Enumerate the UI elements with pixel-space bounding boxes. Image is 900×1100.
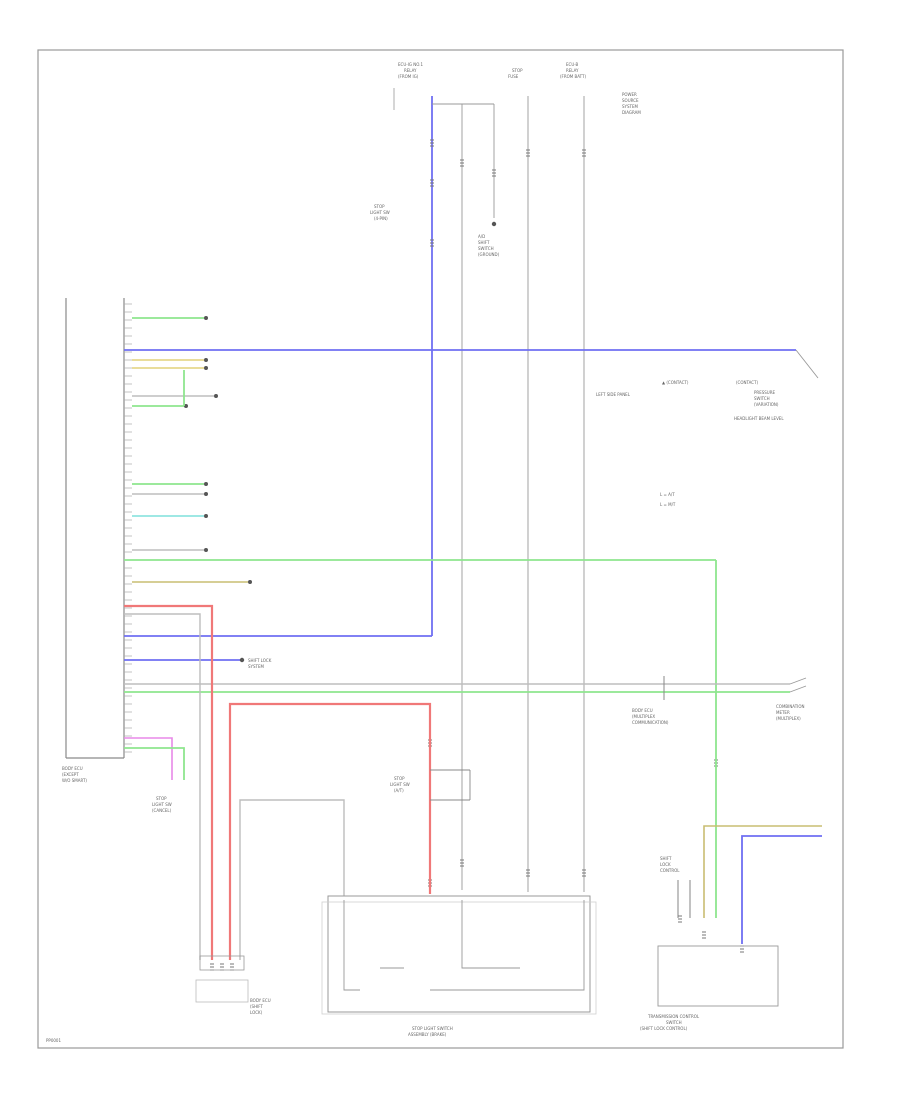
- svg-text:(CONTACT): (CONTACT): [736, 380, 759, 385]
- ground-top-label: A/D: [478, 234, 485, 239]
- svg-text:LIGHT SW: LIGHT SW: [390, 782, 410, 787]
- svg-text:STOP: STOP: [394, 776, 405, 781]
- left-connector-wires: [132, 316, 252, 584]
- right-switch-a-label: ▲ (CONTACT): [662, 380, 689, 385]
- svg-text:(FROM IG): (FROM IG): [398, 74, 419, 79]
- svg-text:POWER: POWER: [622, 92, 637, 97]
- bottom-left-connector: BODY ECU (SHIFT LOCK): [195, 955, 271, 1015]
- wire-terminal: [248, 580, 252, 584]
- svg-text:LOCK): LOCK): [250, 1010, 263, 1015]
- diagram-frame: [37, 49, 844, 1049]
- svg-text:SYSTEM: SYSTEM: [248, 664, 264, 669]
- svg-text:RELAY: RELAY: [566, 68, 579, 73]
- stop-light-switch-symbol: STOP LIGHT SW (A/T): [390, 769, 471, 801]
- wire-terminal: [184, 404, 188, 408]
- svg-text:LIGHT SW: LIGHT SW: [370, 210, 390, 215]
- stop-light-relay-label: STOP: [374, 204, 385, 209]
- wire-terminal: [204, 492, 208, 496]
- right-bottom-component: SHIFT LOCK CONTROL TRANSMISSION CONTROL …: [640, 825, 822, 1031]
- wire-terminal: [204, 548, 208, 552]
- wire-terminal: [214, 394, 218, 398]
- wire-terminal: [204, 514, 208, 518]
- svg-text:SYSTEM: SYSTEM: [622, 104, 638, 109]
- svg-text:LOCK: LOCK: [660, 862, 671, 867]
- svg-text:CONTROL: CONTROL: [660, 868, 680, 873]
- svg-text:(MULTIPLEX: (MULTIPLEX: [632, 714, 655, 719]
- ground-point-top: [491, 221, 497, 227]
- bottom-left-connector-label: BODY ECU: [250, 998, 271, 1003]
- fuse-ecu-ig-label: ECU-IG NO.1: [398, 62, 423, 67]
- svg-text:(SHIFT LOCK CONTROL): (SHIFT LOCK CONTROL): [640, 1026, 688, 1031]
- svg-text:(GROUND): (GROUND): [478, 252, 500, 257]
- svg-text:FUSE: FUSE: [508, 74, 519, 79]
- lower-left-ground-label: STOP: [156, 796, 167, 801]
- wire-red-stop-switch: [228, 702, 432, 960]
- main-connector-label: BODY ECU: [62, 766, 83, 771]
- svg-text:(CANCEL): (CANCEL): [152, 808, 172, 813]
- svg-text:LIGHT SW: LIGHT SW: [152, 802, 172, 807]
- svg-text:METER: METER: [776, 710, 790, 715]
- wire-pink-lower: [124, 737, 173, 780]
- fuse-ecu-b-label: ECU-B: [566, 62, 579, 67]
- shift-lock-label: SHIFT LOCK: [248, 658, 272, 663]
- svg-text:W/O SMART): W/O SMART): [62, 778, 87, 783]
- svg-text:SHIFT: SHIFT: [478, 240, 490, 245]
- svg-text:(4-PIN): (4-PIN): [374, 216, 388, 221]
- legend-a: L = A/T: [660, 492, 675, 497]
- svg-text:SOURCE: SOURCE: [622, 98, 639, 103]
- svg-text:ASSEMBLY (BRAKE): ASSEMBLY (BRAKE): [408, 1032, 447, 1037]
- stop-light-switch-assembly: STOP LIGHT SWITCH ASSEMBLY (BRAKE): [321, 895, 597, 1037]
- svg-text:COMMUNICATION): COMMUNICATION): [632, 720, 669, 725]
- wire-terminal: [204, 366, 208, 370]
- svg-text:DIAGRAM: DIAGRAM: [622, 110, 641, 115]
- right-bottom-sensor-label: SHIFT: [660, 856, 672, 861]
- svg-text:(MULTIPLEX): (MULTIPLEX): [776, 716, 801, 721]
- wire-terminal: [204, 358, 208, 362]
- svg-text:(VARIATION): (VARIATION): [754, 402, 779, 407]
- svg-text:(A/T): (A/T): [394, 788, 404, 793]
- assembly-label: STOP LIGHT SWITCH: [412, 1026, 453, 1031]
- svg-text:SWITCH: SWITCH: [754, 396, 770, 401]
- footer-code: PP0001: [46, 1038, 61, 1043]
- svg-text:LEFT SIDE PANEL: LEFT SIDE PANEL: [596, 392, 631, 397]
- svg-text:RELAY: RELAY: [404, 68, 417, 73]
- top-fuse-block: ECU-IG NO.1 RELAY (FROM IG) STOP FUSE EC…: [370, 62, 641, 257]
- fuse-stop-label: STOP: [512, 68, 523, 73]
- wire-terminal: [204, 316, 208, 320]
- right-far-label: COMBINATION: [776, 704, 805, 709]
- right-component-label: PRESSURE: [754, 390, 776, 395]
- svg-text:SWITCH: SWITCH: [478, 246, 494, 251]
- svg-text:SWITCH: SWITCH: [666, 1020, 682, 1025]
- svg-text:(SHIFT: (SHIFT: [250, 1004, 264, 1009]
- right-connector-mid-label: BODY ECU: [632, 708, 653, 713]
- main-connector: BODY ECU (EXCEPT W/O SMART): [62, 298, 132, 783]
- legend-b: L = M/T: [660, 502, 676, 507]
- wire-red-left: [124, 604, 214, 960]
- svg-text:(FROM BATT): (FROM BATT): [560, 74, 586, 79]
- svg-text:HEADLIGHT BEAM LEVEL: HEADLIGHT BEAM LEVEL: [734, 416, 784, 421]
- wire-terminal: [204, 482, 208, 486]
- right-bottom-label: TRANSMISSION CONTROL: [647, 1014, 700, 1019]
- svg-text:(EXCEPT: (EXCEPT: [62, 772, 79, 777]
